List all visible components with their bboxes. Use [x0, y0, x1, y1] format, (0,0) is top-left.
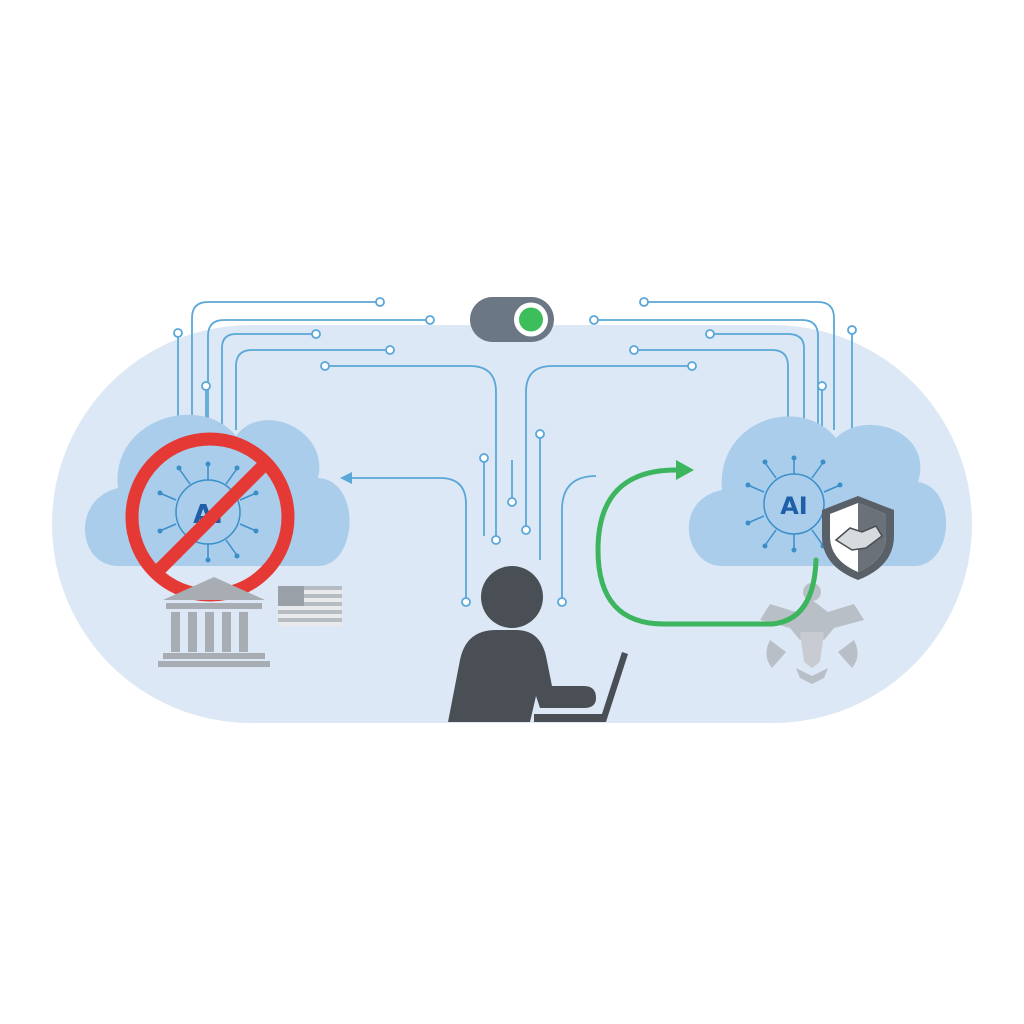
us-flag-icon [278, 586, 342, 626]
government-building-icon [158, 577, 270, 667]
curved-arrow-icon [595, 460, 819, 627]
handshake-shield-icon [822, 496, 894, 580]
person-at-laptop-icon [448, 566, 628, 722]
eagle-seal-icon [760, 583, 864, 684]
toggle-switch-icon[interactable] [470, 297, 554, 342]
circuit-traces [177, 301, 853, 600]
right-ai-label: AI [780, 492, 808, 520]
circuit-nodes [173, 297, 857, 607]
circuit-brain-icon [749, 460, 839, 548]
left-arrow-head [340, 472, 352, 484]
